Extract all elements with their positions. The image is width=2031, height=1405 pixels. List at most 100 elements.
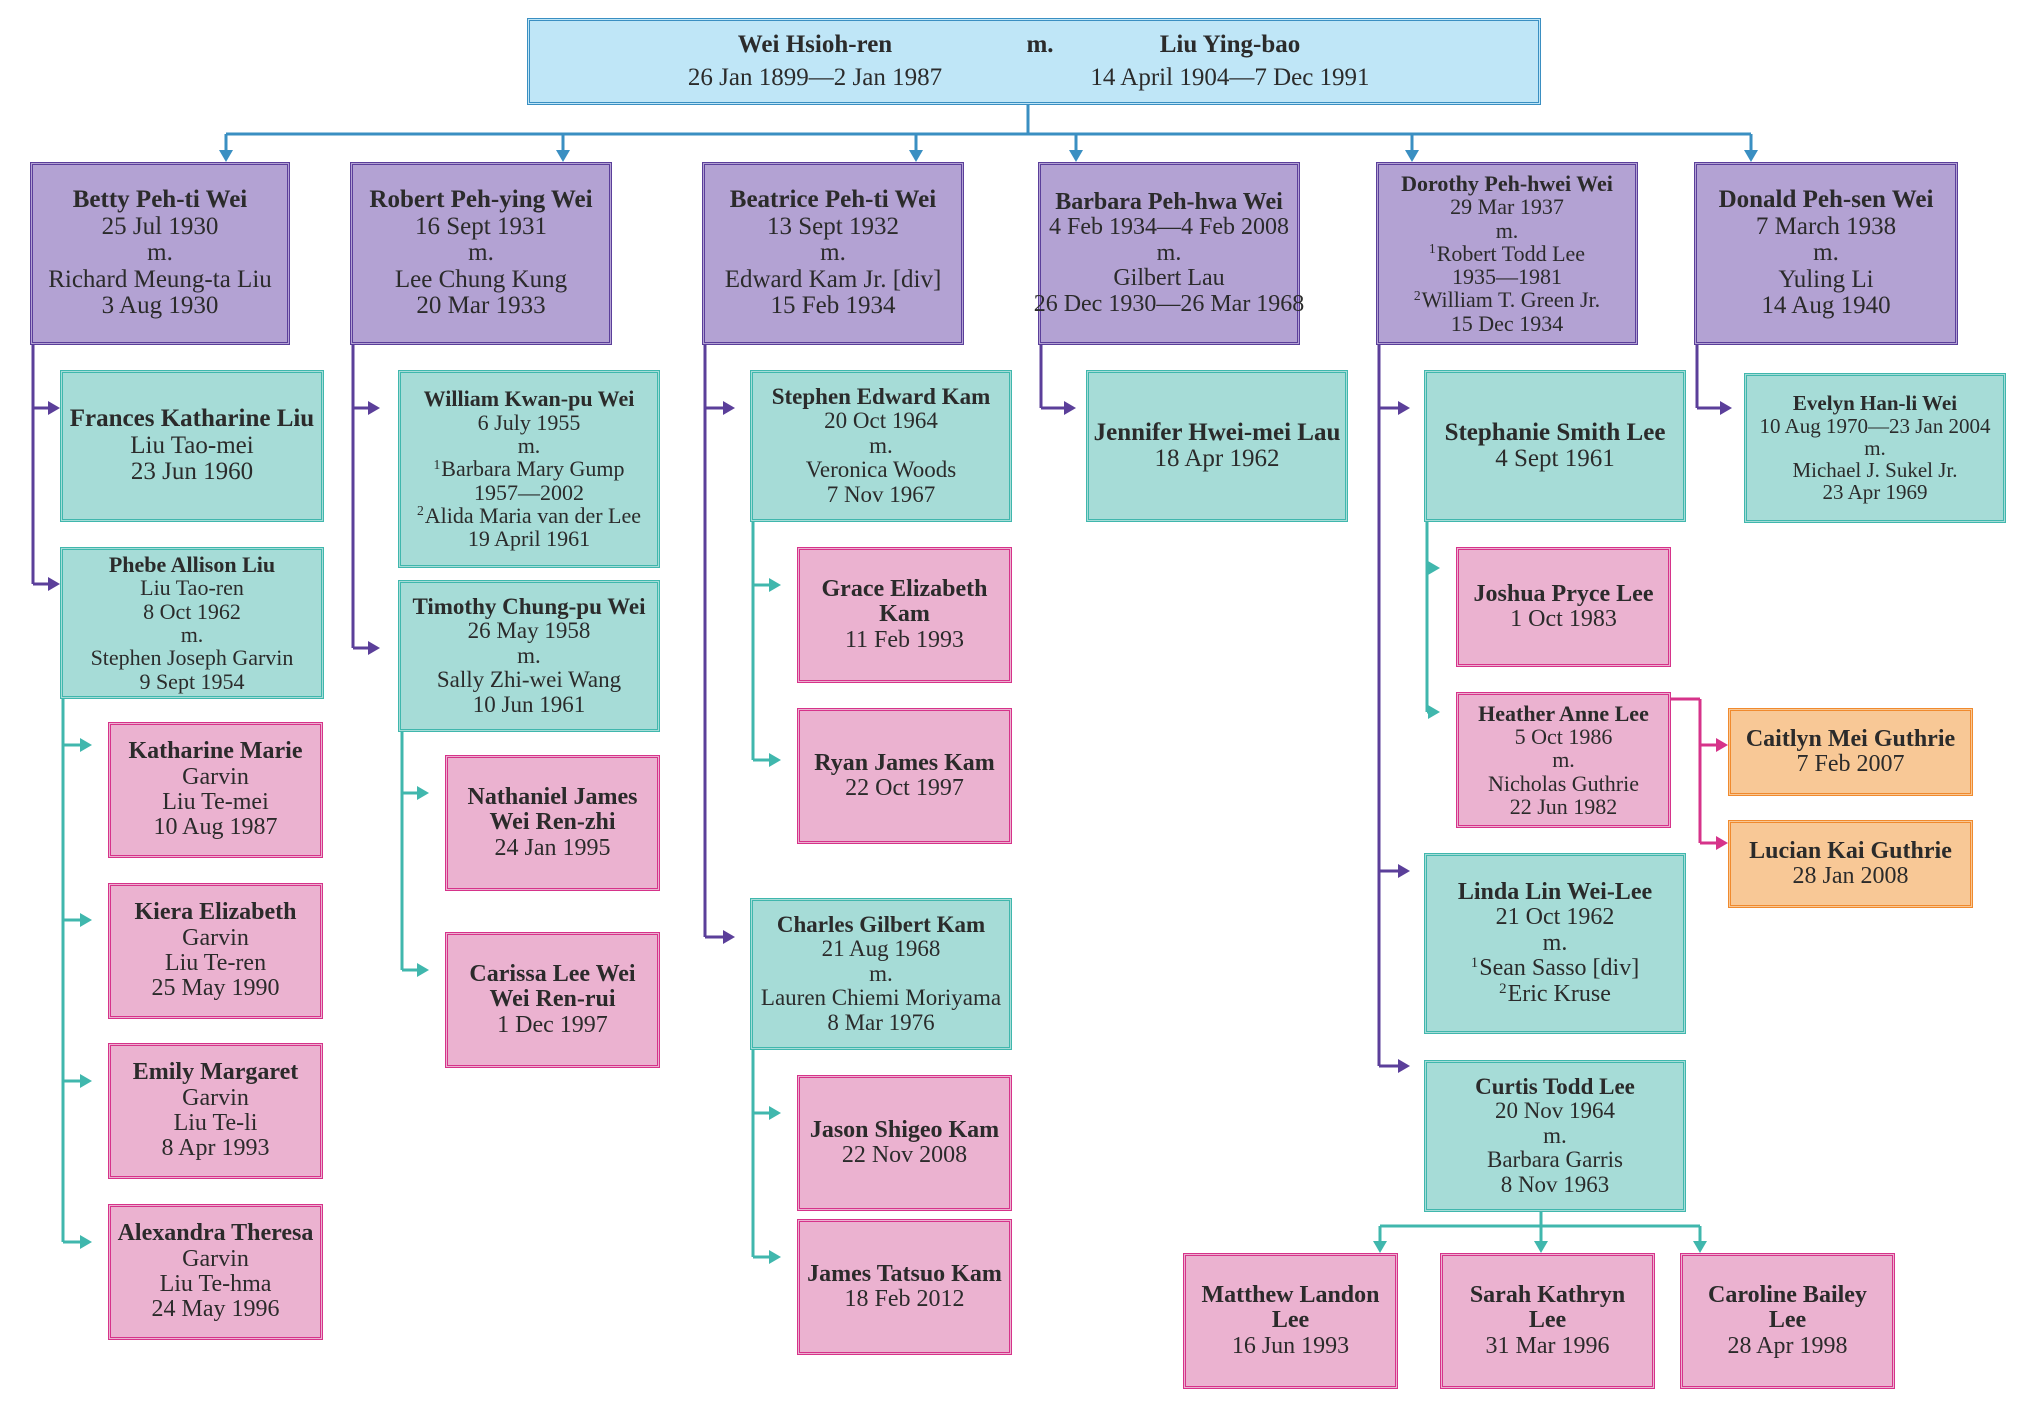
person-text: Gilbert Lau (1113, 265, 1225, 292)
person-detail-line: 1935—1981 (1452, 265, 1562, 288)
person-text: 4 Sept 1961 (1495, 445, 1615, 472)
person-text: Stephen Edward Kam (771, 384, 991, 410)
person-detail-line: 7 Nov 1967 (827, 482, 936, 507)
person-detail-line: 8 Nov 1963 (1500, 1171, 1610, 1197)
person-text: m. (517, 642, 541, 668)
person-text: 6 July 1955 (477, 409, 581, 435)
person-detail-line: Liu Tao-mei (130, 432, 253, 460)
person-text: Kam (879, 601, 930, 628)
person-text: Garvin (182, 1245, 249, 1272)
person-text: Ryan James Kam (814, 749, 995, 776)
person-text: Sarah Kathryn (1469, 1281, 1626, 1308)
arrowhead (1069, 150, 1083, 162)
person-detail-line: 23 Apr 1969 (1823, 481, 1928, 503)
person-text: Phebe Allison Liu (108, 552, 276, 578)
person-detail-line: Liu Te-mei (162, 789, 269, 815)
person-detail-line: 25 May 1990 (152, 976, 280, 1001)
person-detail-line: 22 Jun 1982 (1510, 795, 1618, 818)
arrowhead (1428, 705, 1440, 719)
root-wife-name: Liu Ying-bao (1159, 31, 1301, 58)
person-text: Timothy Chung-pu Wei (412, 594, 646, 620)
person-detail-line: 28 Jan 2008 (1793, 863, 1909, 889)
root-husband-name: Wei Hsioh-ren (737, 31, 893, 58)
person-text: 16 Sept 1931 (415, 212, 547, 240)
person-text: 23 Apr 1969 (1822, 480, 1928, 505)
person-detail-line: m. (1813, 240, 1839, 267)
person-text: 22 Oct 1997 (845, 775, 964, 801)
person-text: Robert Peh-ying Wei (369, 186, 593, 214)
person-text: 10 Aug 1970—23 Jan 2004 (1759, 413, 1991, 438)
arrowhead (769, 578, 781, 592)
person-name: Jennifer Hwei-mei Lau (1094, 419, 1341, 447)
person-name: Matthew Landon (1201, 1282, 1379, 1308)
arrowhead (1064, 401, 1076, 415)
arrowhead (769, 753, 781, 767)
root-wife-dates: 14 April 1904—7 Dec 1991 (1090, 63, 1370, 91)
person-detail-line: Garvin (182, 925, 249, 951)
person-text: Liu Te-hma (159, 1271, 272, 1297)
root-husband: Wei Hsioh-ren 26 Jan 1899—2 Jan 1987 (665, 29, 965, 94)
person-text: Dorothy Peh-hwei Wei (1401, 170, 1613, 196)
person-detail-line: Lee Chung Kung (395, 266, 567, 294)
person-detail-line: m. (1552, 748, 1575, 771)
person-detail-line: 7 March 1938 (1755, 212, 1897, 241)
person-name: Dorothy Peh-hwei Wei (1401, 172, 1613, 195)
spouse-number: 1 (1470, 955, 1479, 972)
root-married-label: m. (1026, 31, 1054, 58)
person-text: Richard Meung-ta Liu (48, 265, 272, 293)
person-name: Caitlyn Mei Guthrie (1745, 725, 1956, 752)
arrowhead (1744, 150, 1758, 162)
person-name: James Tatsuo Kam (807, 1261, 1002, 1287)
person-text: Beatrice Peh-ti Wei (729, 186, 937, 214)
person-text: Lauren Chiemi Moriyama (760, 985, 1002, 1011)
person-detail-line: Yuling Li (1778, 266, 1873, 294)
arrowhead (219, 150, 233, 162)
person-detail-line: 14 Aug 1940 (1761, 293, 1890, 320)
person-text: 15 Dec 1934 (1450, 310, 1564, 336)
person-text: Sally Zhi-wei Wang (436, 667, 622, 693)
person-text: Garvin (182, 763, 249, 790)
person-text: Liu Tao-ren (140, 575, 244, 601)
person-detail-line: 1Barbara Mary Gump (433, 457, 624, 480)
person-text: 8 Nov 1963 (1500, 1171, 1610, 1197)
arrowhead (368, 401, 380, 415)
person-detail-line: 25 Jul 1930 (102, 213, 219, 241)
person-text: 7 March 1938 (1755, 212, 1897, 240)
person-text: 7 Feb 2007 (1796, 751, 1905, 777)
person-text: Lee (1768, 1307, 1807, 1334)
person-text: 26 Dec 1930—26 Mar 1968 (1033, 290, 1305, 317)
person-text: m. (820, 239, 846, 267)
person-text: m. (147, 239, 173, 267)
person-name: Ryan James Kam (814, 749, 995, 776)
spouse-number: 1 (433, 456, 441, 472)
arrowhead (1398, 401, 1410, 415)
person-text: Garvin (182, 1084, 249, 1111)
person-text: Caitlyn Mei Guthrie (1745, 725, 1956, 752)
arrowhead (556, 150, 570, 162)
person-text: Liu Te-mei (162, 789, 269, 815)
person-text: Katharine Marie (128, 738, 303, 765)
person-text: Evelyn Han-li Wei (1792, 391, 1958, 416)
person-name: Beatrice Peh-ti Wei (730, 187, 936, 214)
arrowhead (368, 641, 380, 655)
person-detail-line: 9 Sept 1954 (139, 669, 244, 693)
person-name: Joshua Pryce Lee (1474, 581, 1654, 607)
person-text: m. (1542, 929, 1568, 956)
person-detail-line: 1 Dec 1997 (497, 1012, 608, 1038)
person-detail-line: 24 May 1996 (152, 1297, 280, 1322)
person-detail-line: 1 Oct 1983 (1510, 606, 1617, 632)
person-text: m. (869, 960, 893, 986)
